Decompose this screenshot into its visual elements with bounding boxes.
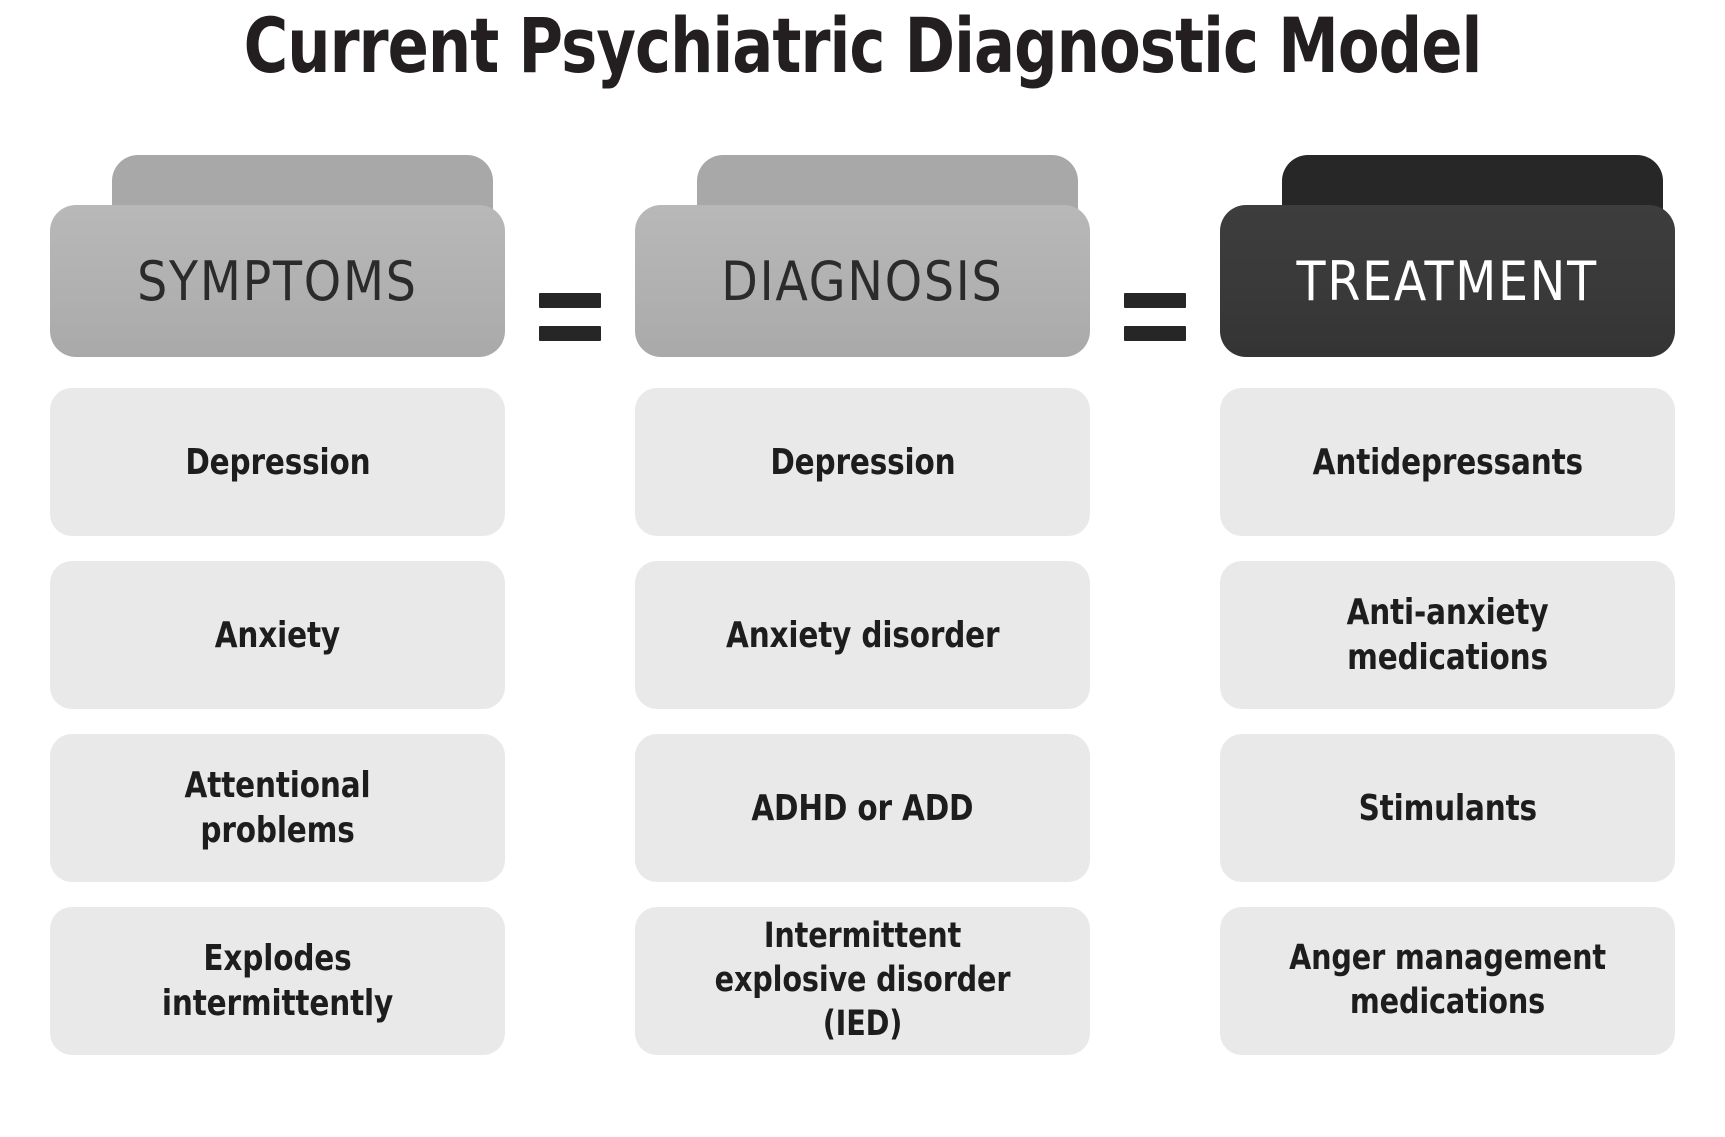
row-gap [505,536,635,709]
column-header-label: TREATMENT [1296,249,1599,313]
column-diagnosis-body: Intermittent explosive disorder (IED) [635,882,1090,1055]
list-item-label: Explodes intermittently [161,938,394,1024]
list-item[interactable]: Anxiety [50,561,505,709]
content-row-2: Anxiety Anxiety disorder Anti-anxiety me… [0,536,1725,709]
list-item-label: Anxiety disorder [725,614,1000,656]
diagnostic-model-board: SYMPTOMS DIAGNOSIS [0,155,1725,1055]
column-treatment-body: Antidepressants [1220,363,1675,536]
row-gap [1090,882,1220,1055]
header-row: SYMPTOMS DIAGNOSIS [0,155,1725,363]
column-diagnosis-body: ADHD or ADD [635,709,1090,882]
column-header-label: DIAGNOSIS [721,249,1004,313]
content-row-3: Attentional problems ADHD or ADD Stimula… [0,709,1725,882]
list-item-label: Depression [184,441,371,483]
list-item-label: Intermittent explosive disorder (IED) [714,916,1011,1044]
separator-slot-1 [505,155,635,363]
header-card-face: DIAGNOSIS [635,205,1090,357]
list-item[interactable]: Depression [635,388,1090,536]
page-title: Current Psychiatric Diagnostic Model [243,1,1483,90]
list-item-label: Depression [769,441,956,483]
header-card-face: SYMPTOMS [50,205,505,357]
header-card-treatment[interactable]: TREATMENT [1220,155,1675,363]
list-item[interactable]: Stimulants [1220,734,1675,882]
column-treatment: TREATMENT [1220,155,1675,363]
equals-bar-top [539,293,601,308]
list-item[interactable]: Anxiety disorder [635,561,1090,709]
column-header-label: SYMPTOMS [137,249,418,313]
equals-icon-1 [539,293,601,341]
list-item[interactable]: Attentional problems [50,734,505,882]
list-item-label: Anti-anxiety medications [1346,592,1549,678]
column-symptoms-body: Explodes intermittently [50,882,505,1055]
column-symptoms-body: Anxiety [50,536,505,709]
content-row-4: Explodes intermittently Intermittent exp… [0,882,1725,1055]
column-treatment-body: Anger management medications [1220,882,1675,1055]
header-card-face: TREATMENT [1220,205,1675,357]
equals-bar-bottom [1124,326,1186,341]
column-symptoms-body: Depression [50,363,505,536]
row-gap [1090,709,1220,882]
column-diagnosis-body: Anxiety disorder [635,536,1090,709]
row-gap [505,363,635,536]
row-gap [505,709,635,882]
column-treatment-body: Stimulants [1220,709,1675,882]
equals-bar-bottom [539,326,601,341]
equals-bar-top [1124,293,1186,308]
column-symptoms: SYMPTOMS [50,155,505,363]
list-item[interactable]: Explodes intermittently [50,907,505,1055]
list-item-label: Anxiety [214,614,341,656]
header-card-symptoms[interactable]: SYMPTOMS [50,155,505,363]
separator-slot-2 [1090,155,1220,363]
equals-icon-2 [1124,293,1186,341]
list-item-label: Stimulants [1358,787,1537,829]
list-item[interactable]: ADHD or ADD [635,734,1090,882]
list-item[interactable]: Intermittent explosive disorder (IED) [635,907,1090,1055]
column-diagnosis-body: Depression [635,363,1090,536]
row-gap [1090,536,1220,709]
column-symptoms-body: Attentional problems [50,709,505,882]
list-item-label: Attentional problems [184,765,371,851]
list-item-label: Antidepressants [1312,441,1583,483]
list-item[interactable]: Depression [50,388,505,536]
content-row-1: Depression Depression Antidepressants [0,363,1725,536]
column-diagnosis: DIAGNOSIS [635,155,1090,363]
row-gap [505,882,635,1055]
list-item-label: Anger management medications [1289,938,1606,1022]
list-item-label: ADHD or ADD [751,787,974,829]
list-item[interactable]: Antidepressants [1220,388,1675,536]
list-item[interactable]: Anger management medications [1220,907,1675,1055]
column-treatment-body: Anti-anxiety medications [1220,536,1675,709]
list-item[interactable]: Anti-anxiety medications [1220,561,1675,709]
row-gap [1090,363,1220,536]
header-card-diagnosis[interactable]: DIAGNOSIS [635,155,1090,363]
